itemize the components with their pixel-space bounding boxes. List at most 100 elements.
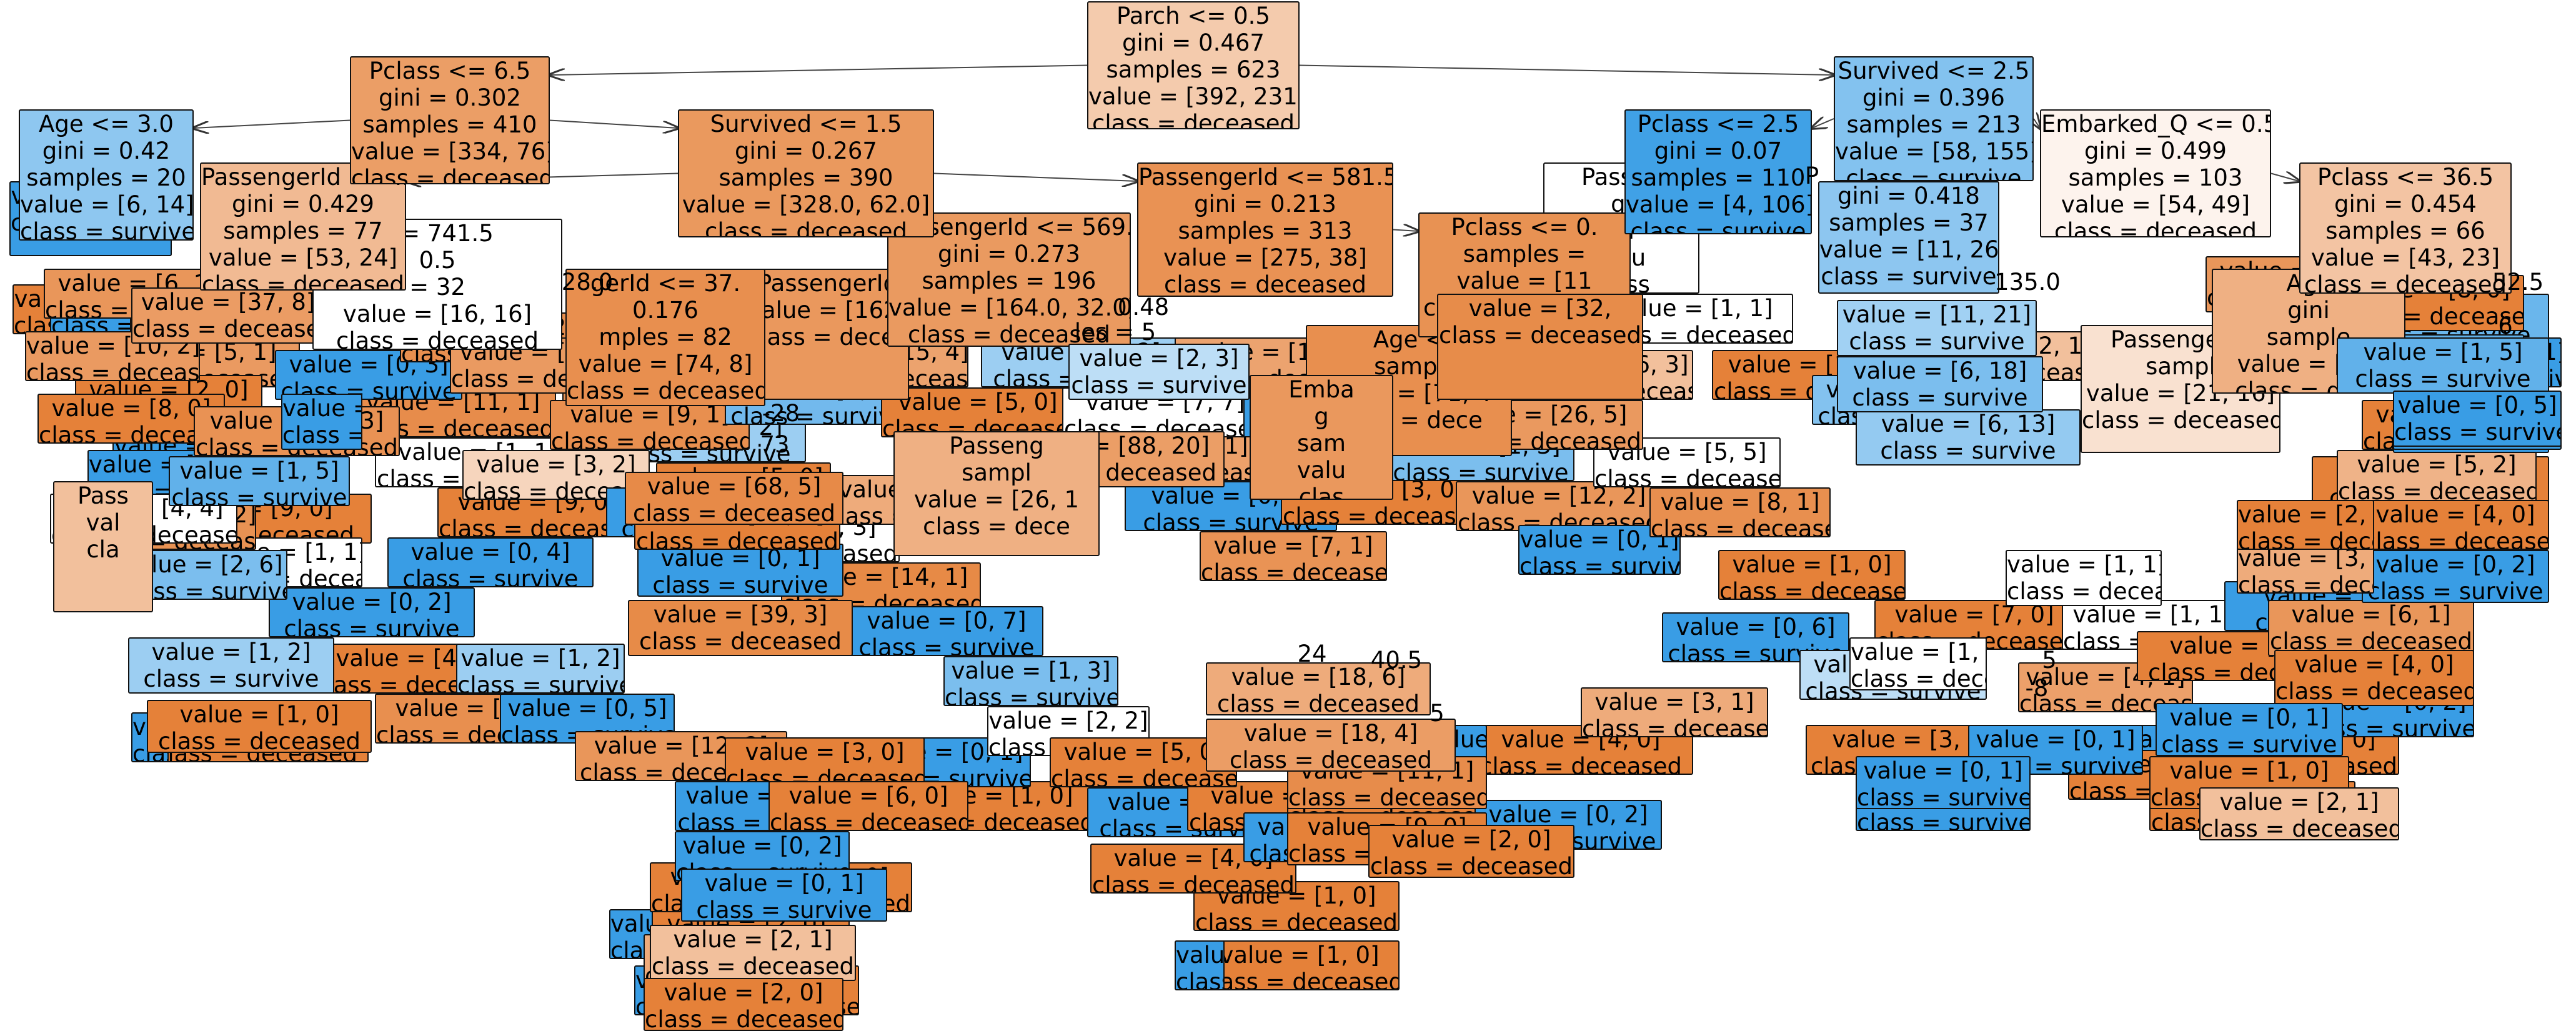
node-line: value = [0, 2] [292, 589, 452, 615]
tree-node-f_b24: value = [0, 1]class = survive [1518, 525, 1681, 575]
tree-node-m_v22: value = [0, 1]class = survive [2156, 703, 2343, 756]
node-line: -28 [762, 400, 800, 425]
node-line: value = [1, 0] [1220, 942, 1380, 969]
node-line: value = [26, 1 [913, 486, 1080, 513]
node-line: class = deceased [2082, 407, 2280, 434]
node-line: 0.48 [1117, 294, 1170, 319]
node-line: class = deceased [2363, 528, 2549, 550]
node-line: value = [1, 5] [179, 457, 339, 484]
tree-node-m_v13: value = [68, 5]class = deceased [625, 472, 843, 525]
node-line: value = [1, 0] [2169, 757, 2329, 784]
node-line: class = dece [923, 513, 1070, 540]
node-line: sampl [2146, 353, 2215, 380]
node-line: 0.176 [632, 297, 699, 324]
node-line: samples = 196 [922, 267, 1097, 294]
tree-node-t_5: les = 5 [1068, 319, 1162, 344]
node-line: class = deceased [2238, 528, 2373, 550]
tree-node-f_c10: value = [1, 2]class = survive [456, 644, 625, 694]
tree-node-f_b8: value = [0, 4]class = survive [387, 537, 594, 587]
node-line: gini = 0.42 [42, 137, 171, 164]
node-line: val [86, 509, 121, 536]
tree-node-m_v20: value = [4, 0]class = deceased [2274, 650, 2474, 706]
node-line: class = deceased [1230, 747, 1432, 772]
node-line: value = [1, 2] [151, 639, 311, 665]
node-line: samples = 103 [2068, 164, 2243, 191]
node-line: 135.0 [1994, 269, 2061, 294]
node-line: value = [0, 1] [1863, 757, 2023, 784]
tree-node-f_d9: value = [0, 1]class = survive [1175, 940, 1225, 990]
node-line: value = [2, 0] [2238, 501, 2373, 528]
node-line: value = [3, 1] [1594, 689, 1754, 715]
node-line: Embarked_Q <= 0.5 [2041, 111, 2271, 137]
tree-node-m_v17: value = [6, 1]class = deceased [2268, 600, 2474, 656]
node-line: value = [3, 0] [745, 739, 905, 765]
node-line: value = [0, 2] [682, 832, 842, 859]
node-line: class = deceased [1164, 271, 1366, 297]
node-line: class = deceased [652, 953, 854, 980]
node-line: class = survive [2161, 731, 2337, 756]
tree-node-t_4: 0.48 [1106, 294, 1181, 319]
tree-node-t_13: 6 [2490, 312, 2521, 337]
node-line: = 32 [409, 274, 465, 301]
tree-node-f_c23: value = [1, 0]class = deceased [1718, 550, 1906, 600]
node-line: samples = 410 [362, 111, 537, 138]
node-line: samples = [1463, 241, 1586, 267]
node-line: value = [0, 1] [610, 910, 652, 937]
tree-node-m_v9: value = [18, 6]class = deceased [1206, 662, 1431, 715]
tree-node-m_s3: value = [1, 5]class = survive [2337, 337, 2549, 394]
tree-edge [2270, 174, 2299, 182]
node-line: class = survive [2394, 419, 2562, 446]
node-line: class = deceased [132, 316, 325, 342]
node-line: sampl [962, 459, 1032, 486]
node-line: class = survive [696, 897, 872, 922]
node-line: gini [2287, 297, 2330, 324]
node-line: value = [0, 2] [2375, 551, 2535, 578]
node-line: class = survive [1846, 165, 2022, 181]
node-line: value = [7, 1] [1213, 532, 1373, 559]
node-line: value = [53, 24] [208, 244, 398, 271]
tree-node-m_v2: value = [1, 0]class = deceased [147, 700, 372, 753]
node-line: class = survive [1880, 437, 2056, 464]
node-line: value = [3, 0] [1832, 726, 1992, 753]
tree-node-f_c16: value = [6, 0]class = deceased [768, 781, 968, 831]
node-line: class = deceased [1092, 872, 1295, 894]
node-line: class = deceased [1370, 853, 1573, 878]
tree-node-f_c17: value = [1, 3]class = survive [943, 656, 1118, 706]
node-line: class = survive [457, 672, 625, 694]
node-line: value = [1, 0] [1732, 551, 1892, 578]
tree-node-t_14: P [1799, 162, 1824, 187]
node-line: value = [8, 0] [51, 395, 211, 422]
node-line: class = survive [730, 403, 907, 425]
node-line: value = [1, 3] [951, 657, 1111, 684]
tree-edge [1299, 64, 1834, 76]
node-line: class = deceased [1092, 110, 1295, 129]
node-line: gini = 0.213 [1194, 191, 1336, 217]
tree-node-m_v3: value = [2, 1]class = deceased [650, 925, 856, 981]
node-line: class = deceased [770, 809, 968, 831]
node-line: P [1804, 162, 1819, 187]
tree-node-f_b1: value = [8, 0]class = deceased [37, 394, 225, 444]
node-line: value = [37, 8] [141, 289, 316, 316]
tree-edge [549, 119, 678, 129]
node-line: value = [0, 1] [1976, 726, 2136, 753]
node-line: class = deceased [1651, 516, 1829, 537]
node-line: value = [328.0, 62.0] [682, 191, 930, 218]
node-line: 5 [1430, 700, 1445, 725]
node-line: les = 5 [1074, 319, 1156, 344]
node-line: class = deceased [2054, 218, 2257, 237]
node-line: value = [11 [1456, 267, 1593, 294]
tree-node-t_10: 5 [1425, 700, 1450, 725]
node-line: value = [54, 49] [2061, 191, 2250, 218]
node-line: class = deceased [2338, 478, 2537, 503]
node-line: value = [1, 1] [2007, 551, 2162, 578]
node-line: clas [1298, 484, 1345, 500]
tree-node-m_v16: value = [37, 8]class = deceased [131, 287, 325, 344]
node-line: class = survive [20, 218, 194, 241]
